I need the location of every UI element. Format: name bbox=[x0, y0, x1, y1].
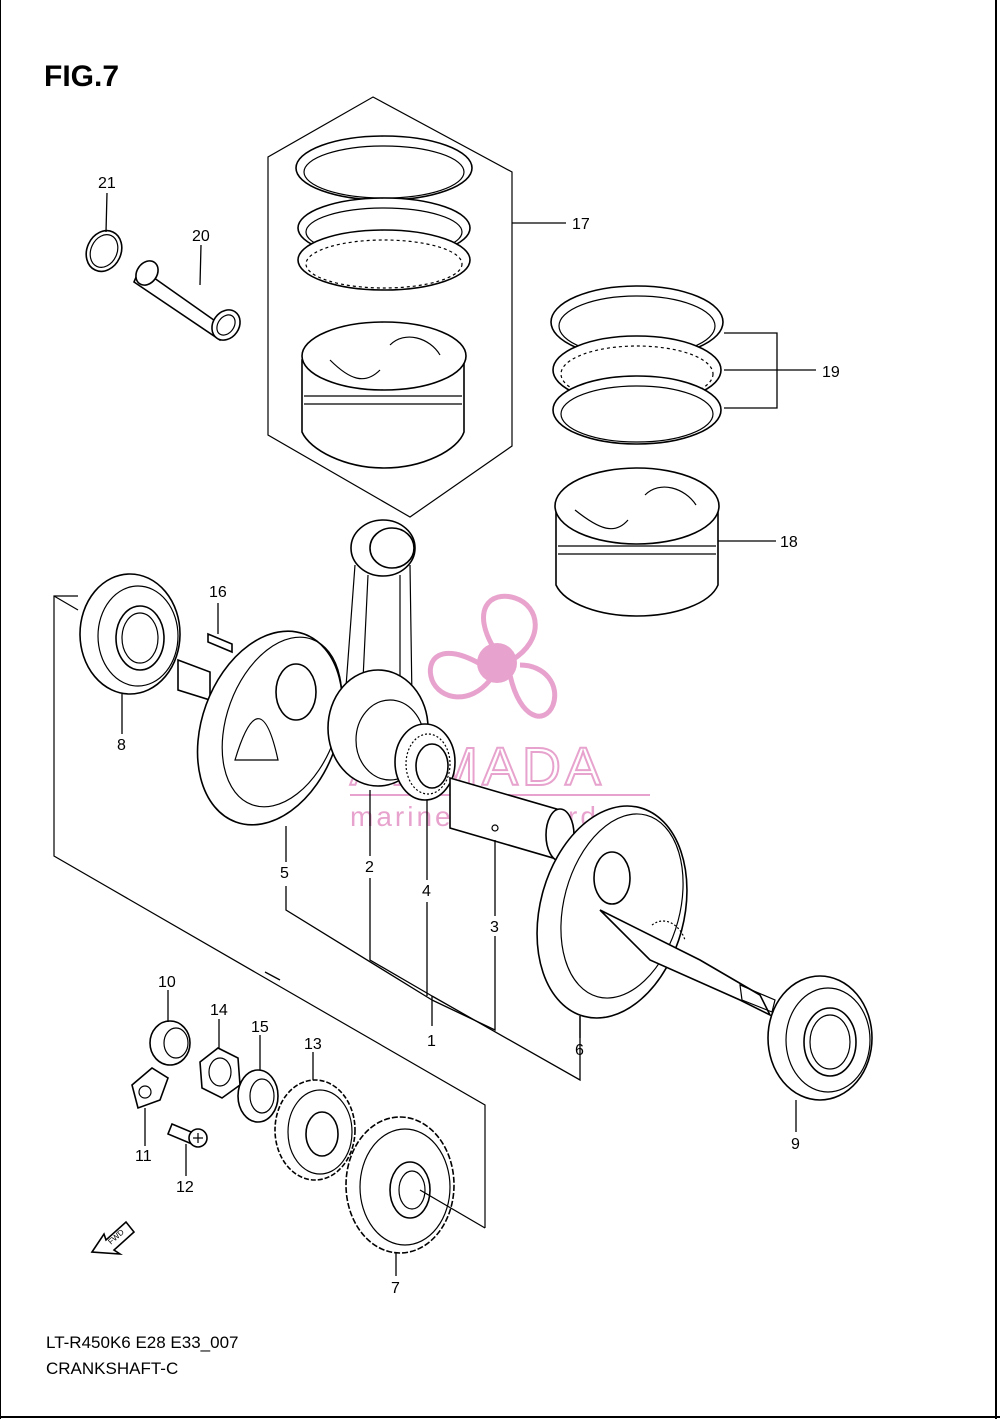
bearing-8 bbox=[79, 573, 181, 695]
model-code: LT-R450K6 E28 E33_007 bbox=[46, 1333, 239, 1352]
piston-rings-19 bbox=[550, 285, 724, 445]
gear-7 bbox=[345, 1116, 455, 1254]
callout-13: 13 bbox=[304, 1036, 322, 1053]
crank-group-bracket bbox=[53, 595, 486, 1228]
assembly-name: CRANKSHAFT-C bbox=[46, 1359, 179, 1378]
screw-12 bbox=[166, 1122, 208, 1148]
callout-3: 3 bbox=[490, 919, 499, 936]
piston-pin-20 bbox=[133, 260, 241, 342]
callout-11: 11 bbox=[135, 1148, 152, 1165]
piston-kit-box bbox=[267, 96, 513, 518]
callout-8: 8 bbox=[117, 737, 126, 754]
crank-web-left-5 bbox=[177, 630, 344, 826]
gear-13 bbox=[274, 1079, 356, 1181]
callout-19: 19 bbox=[822, 364, 840, 381]
callout-5: 5 bbox=[280, 865, 289, 882]
callout-1: 1 bbox=[427, 1033, 436, 1050]
leader-lines bbox=[105, 192, 816, 1276]
bearing-10 bbox=[149, 1020, 191, 1066]
crank-web-right-6 bbox=[536, 805, 776, 1019]
callout-15: 15 bbox=[251, 1019, 269, 1036]
callout-18: 18 bbox=[780, 534, 798, 551]
piston-rings-set-17 bbox=[295, 135, 473, 291]
fwd-direction-arrow-icon: FWD bbox=[90, 1220, 136, 1256]
piston-17 bbox=[301, 321, 467, 469]
callout-17: 17 bbox=[572, 216, 590, 233]
callout-7: 7 bbox=[391, 1280, 400, 1297]
circlip-21 bbox=[85, 229, 123, 273]
callout-12: 12 bbox=[176, 1179, 194, 1196]
bearing-9 bbox=[767, 975, 873, 1101]
figure-title: FIG.7 bbox=[44, 60, 120, 93]
callout-2: 2 bbox=[365, 859, 374, 876]
needle-bearing-4 bbox=[394, 723, 456, 801]
callout-9: 9 bbox=[791, 1136, 800, 1153]
key-16 bbox=[207, 632, 233, 654]
nut-14 bbox=[199, 1047, 241, 1099]
propeller-icon bbox=[427, 593, 558, 719]
callout-21: 21 bbox=[98, 175, 116, 192]
callout-6: 6 bbox=[575, 1042, 584, 1059]
piston-18 bbox=[554, 467, 720, 617]
washer-15 bbox=[237, 1069, 279, 1123]
callout-14: 14 bbox=[210, 1002, 228, 1019]
callout-20: 20 bbox=[192, 228, 210, 245]
callout-16: 16 bbox=[209, 584, 227, 601]
callout-4: 4 bbox=[422, 883, 431, 900]
callout-10: 10 bbox=[158, 974, 176, 991]
